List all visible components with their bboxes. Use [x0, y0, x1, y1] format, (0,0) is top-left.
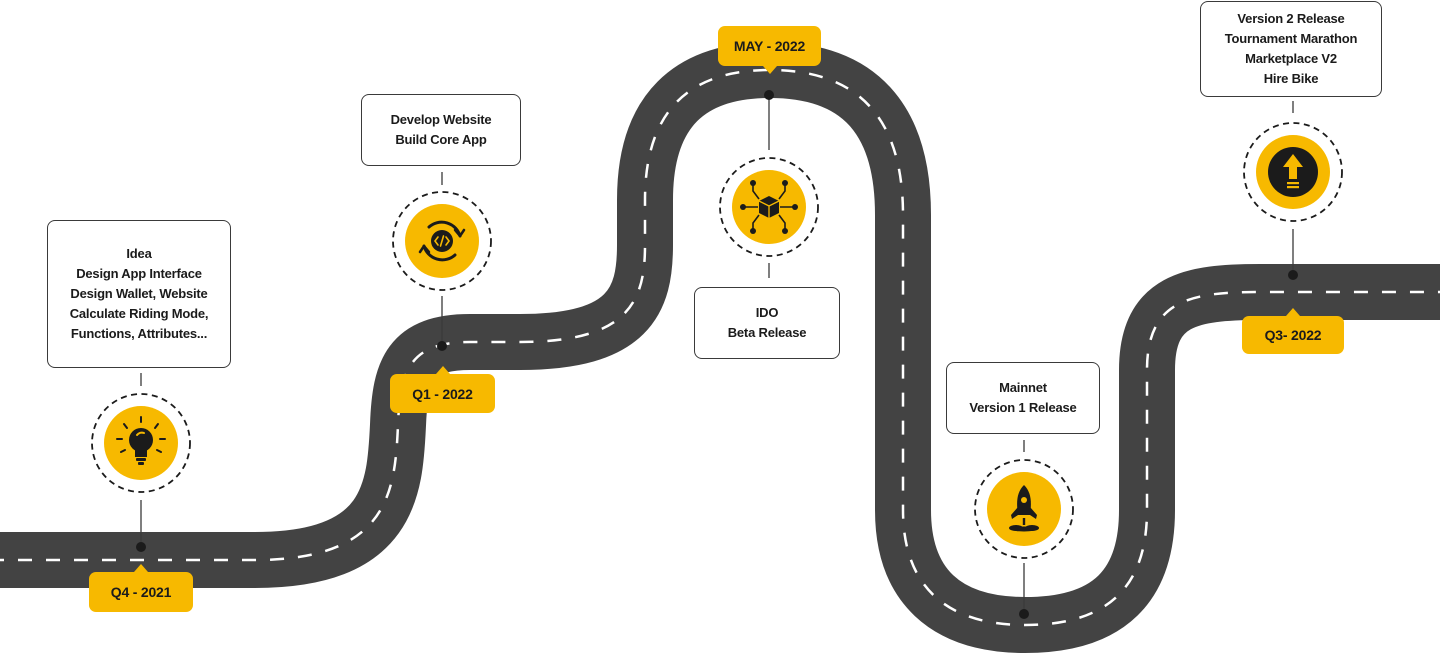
road-point-mainnet	[1019, 609, 1029, 619]
milestone-card-q3-2022: Version 2 Release Tournament Marathon Ma…	[1200, 1, 1382, 97]
rocket-icon	[974, 459, 1074, 559]
code-sync-icon	[392, 191, 492, 291]
card-line: Mainnet	[999, 380, 1047, 395]
milestone-card-may-2022: IDO Beta Release	[694, 287, 840, 359]
date-label: Q3- 2022	[1264, 327, 1322, 343]
card-line: Design App Interface	[76, 266, 202, 281]
card-line: Design Wallet, Website	[70, 286, 208, 301]
date-label: Q1 - 2022	[412, 385, 473, 402]
road-point-q3-2022	[1288, 270, 1298, 280]
card-line: Develop Website	[390, 112, 492, 127]
milestone-card-q1-2022: Develop Website Build Core App	[361, 94, 521, 166]
card-line: Version 1 Release	[969, 400, 1077, 415]
card-line: Tournament Marathon	[1224, 31, 1358, 46]
road-points	[136, 90, 1298, 619]
date-tag-q3-2022: Q3- 2022	[1242, 308, 1344, 354]
connector-lines	[140, 95, 1294, 613]
upgrade-arrow-icon	[1243, 122, 1343, 222]
card-line: Idea	[126, 246, 152, 261]
card-line: Functions, Attributes...	[70, 326, 208, 341]
road-point-may-2022	[764, 90, 774, 100]
milestone-card-q4-2021: Idea Design App Interface Design Wallet,…	[47, 220, 231, 368]
road-point-q1-2022	[437, 341, 447, 351]
milestone-card-mainnet: Mainnet Version 1 Release	[946, 362, 1100, 434]
card-line: Build Core App	[395, 132, 487, 147]
card-line: Beta Release	[727, 325, 807, 340]
date-tag-may-2022: MAY - 2022	[718, 26, 821, 74]
lightbulb-icon	[91, 393, 191, 493]
date-tag-q4-2021: Q4 - 2021	[89, 564, 193, 612]
network-cube-icon	[719, 157, 819, 257]
date-label: MAY - 2022	[733, 38, 806, 54]
date-tag-q1-2022: Q1 - 2022	[390, 366, 495, 413]
road-point-q4-2021	[136, 542, 146, 552]
card-line: Hire Bike	[1263, 71, 1319, 86]
card-line: Marketplace V2	[1245, 51, 1337, 66]
card-line: IDO	[755, 305, 779, 320]
date-label: Q4 - 2021	[110, 584, 172, 600]
card-line: Calculate Riding Mode,	[69, 306, 209, 321]
card-line: Version 2 Release	[1237, 11, 1345, 26]
